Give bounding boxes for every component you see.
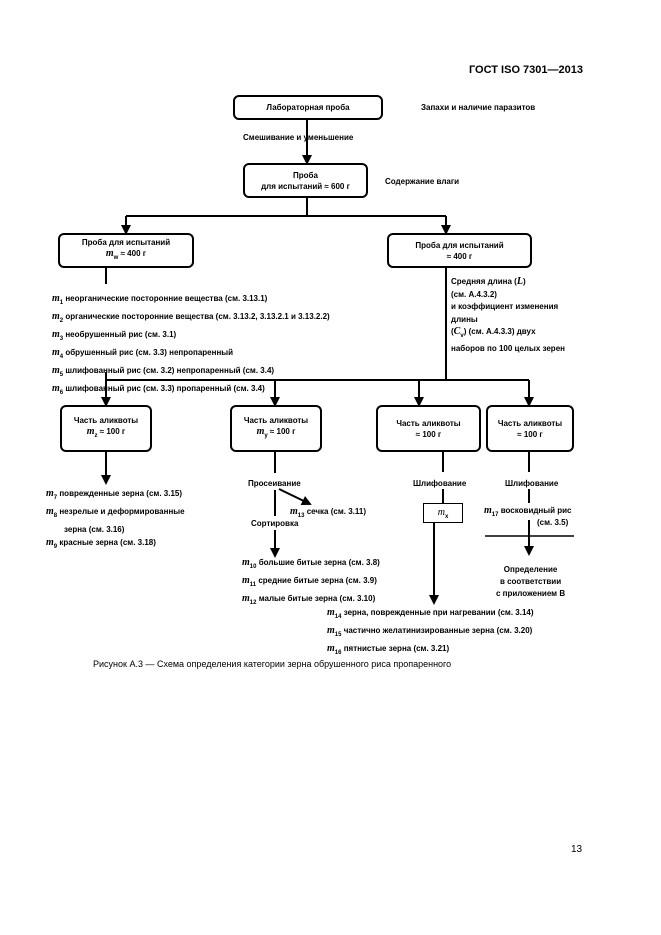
- col1-fraction-list: m7 поврежденные зерна (см. 3.15) m8 незр…: [46, 487, 185, 554]
- page-number: 13: [571, 844, 583, 855]
- lab-sample-box: Лабораторная проба: [233, 95, 383, 120]
- list-item: m1 неорганические посторонние вещества (…: [52, 293, 268, 306]
- sieving-label: Просеивание: [248, 479, 301, 488]
- list-item: m16 пятнистые зерна (см. 3.21): [327, 643, 450, 656]
- right-test-sample-mass: ≈ 400 г: [446, 251, 473, 261]
- aliquot-box-3: Часть аликвоты ≈ 100 г: [376, 405, 481, 452]
- aliquot-box-z: Часть аликвоты mz ≈ 100 г: [60, 405, 152, 452]
- left-test-sample-title: Проба для испытаний: [81, 238, 171, 247]
- right-test-sample-title: Проба для испытаний: [415, 240, 504, 250]
- test-sample-title: Проба: [293, 170, 318, 180]
- list-item: m7 поврежденные зерна (см. 3.15): [46, 488, 183, 501]
- list-item: m3 необрушенный рис (см. 3.1): [52, 329, 177, 342]
- lab-sample-label: Лабораторная проба: [266, 103, 350, 112]
- aliquot-box-y: Часть аликвоты my ≈ 100 г: [230, 405, 322, 452]
- length-measurement-note: Средняя длина (L) (см. А.4.3.2) и коэффи…: [451, 276, 565, 353]
- figure-caption: Рисунок А.3 — Схема определения категори…: [93, 659, 452, 669]
- list-item: m9 красные зерна (см. 3.18): [46, 537, 156, 550]
- grinding-label-col3: Шлифование: [413, 479, 467, 488]
- test-sample-mass: для испытаний ≈ 600 г: [261, 181, 350, 191]
- bottom-fraction-list: m14 зерна, поврежденные при нагревании (…: [327, 606, 534, 660]
- left-fraction-list: m1 неорганические посторонние вещества (…: [52, 292, 330, 400]
- left-test-sample-box: Проба для испытаний mw ≈ 400 г: [58, 233, 194, 268]
- col2-fraction-list: m10 большие битые зерна (см. 3.8) m11 ср…: [242, 556, 380, 610]
- list-item: m2 органические посторонние вещества (см…: [52, 311, 330, 324]
- test-sample-box: Проба для испытаний ≈ 600 г: [243, 163, 368, 198]
- moisture-label: Содержание влаги: [385, 177, 460, 186]
- lab-sample-note: Запахи и наличие паразитов: [421, 103, 536, 112]
- grinding-label-col4: Шлифование: [505, 479, 559, 488]
- list-item: m4 обрушенный рис (см. 3.3) непропаренны…: [52, 347, 234, 360]
- determination-note: Определение в соответствии с приложением…: [496, 565, 566, 598]
- list-item: m14 зерна, поврежденные при нагревании (…: [327, 607, 534, 620]
- sieve-item: m13 сечка (см. 3.11): [290, 506, 366, 519]
- list-item: m12 малые битые зерна (см. 3.10): [242, 593, 376, 606]
- right-test-sample-box: Проба для испытаний ≈ 400 г: [387, 233, 532, 268]
- mixing-label: Смешивание и уменьшение: [243, 133, 354, 142]
- aliquot-box-4: Часть аликвоты ≈ 100 г: [486, 405, 574, 452]
- list-item: m10 большие битые зерна (см. 3.8): [242, 557, 380, 570]
- list-item: m6 шлифованный рис (см. 3.3) пропаренный…: [52, 383, 265, 396]
- left-test-sample-mass: mw ≈ 400 г: [105, 248, 147, 261]
- mx-box: mx: [423, 503, 463, 523]
- list-item: зерна (см. 3.16): [64, 525, 125, 534]
- list-item: m5 шлифованный рис (см. 3.2) непропаренн…: [52, 365, 275, 378]
- waxy-rice-ref: (см. 3.5): [537, 518, 569, 527]
- sorting-label: Сортировка: [251, 519, 299, 528]
- list-item: m8 незрелые и деформированные: [46, 506, 185, 519]
- waxy-rice-item: m17 восковидный рис: [484, 505, 572, 518]
- document-header: ГОСТ ISO 7301—2013: [468, 64, 583, 76]
- list-item: m15 частично желатинизированные зерна (с…: [327, 625, 533, 638]
- list-item: m11 средние битые зерна (см. 3.9): [242, 575, 377, 588]
